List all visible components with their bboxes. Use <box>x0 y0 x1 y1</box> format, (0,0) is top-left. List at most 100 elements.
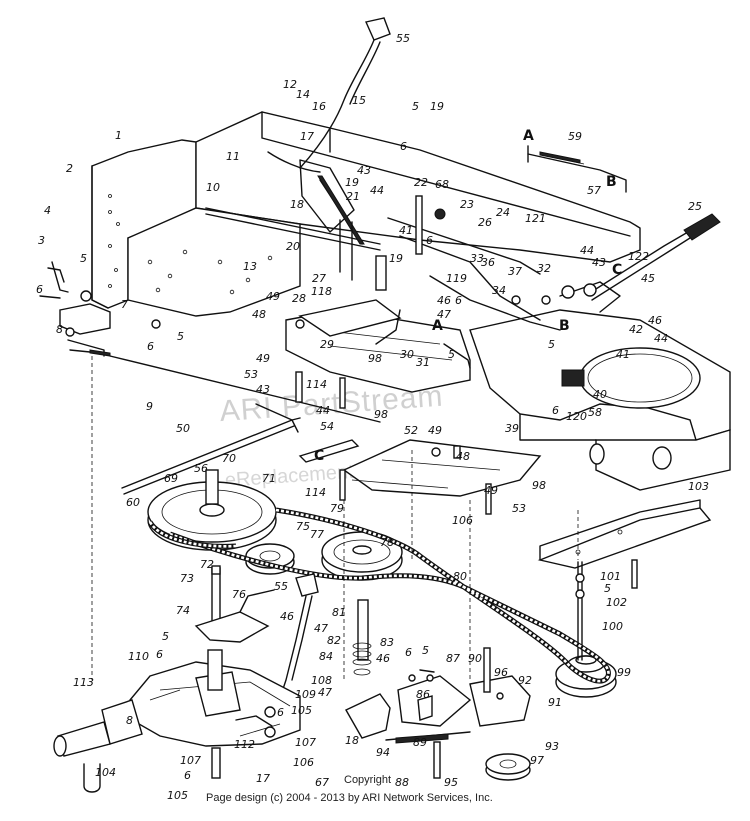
callout-30: 30 <box>400 348 414 361</box>
callout-41: 41 <box>616 348 630 361</box>
callout-110: 110 <box>128 650 149 663</box>
callout-5: 5 <box>80 252 87 265</box>
callout-34: 34 <box>492 284 506 297</box>
callout-107: 107 <box>180 754 201 767</box>
callout-29: 29 <box>320 338 334 351</box>
callout-5: 5 <box>548 338 555 351</box>
callout-17: 17 <box>256 772 270 785</box>
pulley-93 <box>485 753 531 781</box>
pulley-78 <box>321 531 403 581</box>
callout-112: 112 <box>234 738 255 751</box>
callout-107: 107 <box>295 736 316 749</box>
callout-15: 15 <box>352 94 366 107</box>
callout-27: 27 <box>312 272 326 285</box>
callout-49: 49 <box>256 352 270 365</box>
callout-106: 106 <box>293 756 314 769</box>
callout-44: 44 <box>316 404 330 417</box>
callout-101: 101 <box>600 570 621 583</box>
idler-bracket <box>194 567 275 643</box>
ref-letter-a: A <box>432 318 443 334</box>
callout-102: 102 <box>606 596 627 609</box>
callout-104: 104 <box>95 766 116 779</box>
callout-98: 98 <box>374 408 388 421</box>
callout-46: 46 <box>437 294 451 307</box>
callout-55: 55 <box>274 580 288 593</box>
callout-92: 92 <box>518 674 532 687</box>
callout-70: 70 <box>222 452 236 465</box>
callout-58: 58 <box>588 406 602 419</box>
callout-98: 98 <box>532 479 546 492</box>
transmission <box>53 649 301 793</box>
callout-103: 103 <box>688 480 709 493</box>
callout-113: 113 <box>73 676 94 689</box>
shift-lever <box>205 17 391 251</box>
callout-23: 23 <box>460 198 474 211</box>
callout-83: 83 <box>380 636 394 649</box>
callout-74: 74 <box>176 604 190 617</box>
callout-49: 49 <box>484 484 498 497</box>
callout-67: 67 <box>315 776 329 789</box>
callout-114: 114 <box>305 486 326 499</box>
callout-6: 6 <box>36 283 43 296</box>
callout-39: 39 <box>505 422 519 435</box>
linkage-cluster <box>298 159 621 387</box>
callout-3: 3 <box>38 234 45 247</box>
callout-12: 12 <box>283 78 297 91</box>
callout-6: 6 <box>184 769 191 782</box>
callout-73: 73 <box>180 572 194 585</box>
callout-21: 21 <box>346 190 360 203</box>
callout-46: 46 <box>648 314 662 327</box>
callout-87: 87 <box>446 652 460 665</box>
callout-80: 80 <box>453 570 467 583</box>
callout-68: 68 <box>435 178 449 191</box>
callout-84: 84 <box>319 650 333 663</box>
callout-93: 93 <box>545 740 559 753</box>
callout-19: 19 <box>430 100 444 113</box>
ref-letter-b: B <box>559 318 570 334</box>
callout-54: 54 <box>320 420 334 433</box>
callout-118: 118 <box>311 285 332 298</box>
callout-40: 40 <box>593 388 607 401</box>
callout-105: 105 <box>167 789 188 802</box>
callout-6: 6 <box>156 648 163 661</box>
callout-36: 36 <box>481 256 495 269</box>
callout-96: 96 <box>494 666 508 679</box>
callout-20: 20 <box>286 240 300 253</box>
callout-55: 55 <box>396 32 410 45</box>
callout-59: 59 <box>568 130 582 143</box>
rod-9 <box>69 349 381 423</box>
callout-49: 49 <box>428 424 442 437</box>
rod-59 <box>527 145 627 193</box>
lever-25 <box>587 213 721 301</box>
callout-49: 49 <box>266 290 280 303</box>
callout-18: 18 <box>345 734 359 747</box>
callout-8: 8 <box>126 714 133 727</box>
callout-76: 76 <box>232 588 246 601</box>
callout-19: 19 <box>345 176 359 189</box>
callout-86: 86 <box>416 688 430 701</box>
callout-106: 106 <box>452 514 473 527</box>
callout-88: 88 <box>395 776 409 789</box>
main-frame <box>91 111 731 569</box>
callout-120: 120 <box>566 410 587 423</box>
callout-14: 14 <box>296 88 310 101</box>
lower-brackets <box>345 599 531 779</box>
callout-32: 32 <box>537 262 551 275</box>
callout-6: 6 <box>400 140 407 153</box>
callout-7: 7 <box>121 298 128 311</box>
callout-43: 43 <box>256 383 270 396</box>
callout-5: 5 <box>448 348 455 361</box>
callout-47: 47 <box>437 308 451 321</box>
bolts <box>211 319 638 700</box>
callout-24: 24 <box>496 206 510 219</box>
callout-50: 50 <box>176 422 190 435</box>
callout-122: 122 <box>628 250 649 263</box>
callout-6: 6 <box>405 646 412 659</box>
callout-8: 8 <box>56 323 63 336</box>
callout-6: 6 <box>147 340 154 353</box>
callout-75: 75 <box>296 520 310 533</box>
callout-44: 44 <box>370 184 384 197</box>
callout-45: 45 <box>641 272 655 285</box>
rod-50 <box>121 403 360 495</box>
